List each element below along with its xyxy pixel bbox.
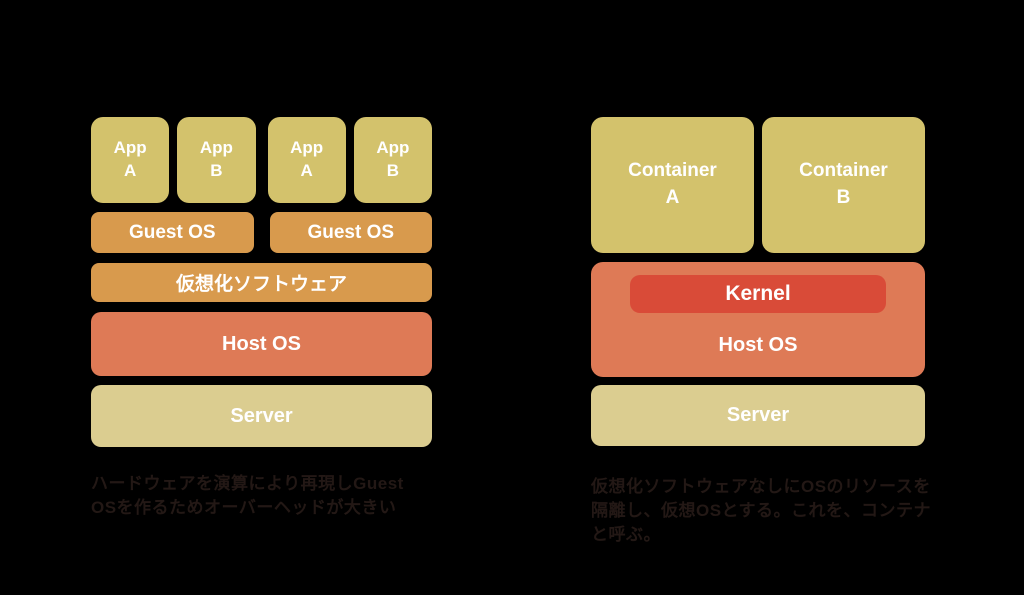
kernel-label: Kernel [725,282,791,305]
server-box-left: Server [91,385,432,447]
container-caption: 仮想化ソフトウェアなしにOSのリソースを 隔離し、仮想OSとする。これを、コンテ… [591,475,931,547]
guest-os-row: Guest OS Guest OS [91,212,432,253]
vm-caption-line-1: ハードウェアを演算により再現しGuest [91,474,404,493]
virtualization-software-label: 仮想化ソフトウェア [175,274,347,295]
guest-os-box-1: Guest OS [91,212,254,253]
server-box-right: Server [591,385,925,446]
guest-os-label-2: Guest OS [307,221,395,243]
container-caption-line-3: と呼ぶ。 [591,525,661,544]
guest-os-box-2: Guest OS [269,212,432,253]
vm-caption: ハードウェアを演算により再現しGuest OSを作るためオーバーヘッドが大きい [91,472,404,520]
container-caption-line-2: 隔離し、仮想OSとする。これを、コンテナ [591,501,932,520]
virtualization-software-box: 仮想化ソフトウェア [91,263,432,302]
host-os-label-left: Host OS [222,332,301,355]
server-label-right: Server [726,404,790,426]
server-label-left: Server [230,404,293,427]
guest-os-label-1: Guest OS [128,221,216,243]
host-os-label-right: Host OS [718,333,798,356]
kernel-box: Kernel [630,275,886,313]
container-caption-line-1: 仮想化ソフトウェアなしにOSのリソースを [591,477,931,496]
host-os-box-left: Host OS [91,312,432,376]
host-os-box-right: Kernel Host OS [591,262,925,377]
vm-caption-line-2: OSを作るためオーバーヘッドが大きい [91,498,397,517]
